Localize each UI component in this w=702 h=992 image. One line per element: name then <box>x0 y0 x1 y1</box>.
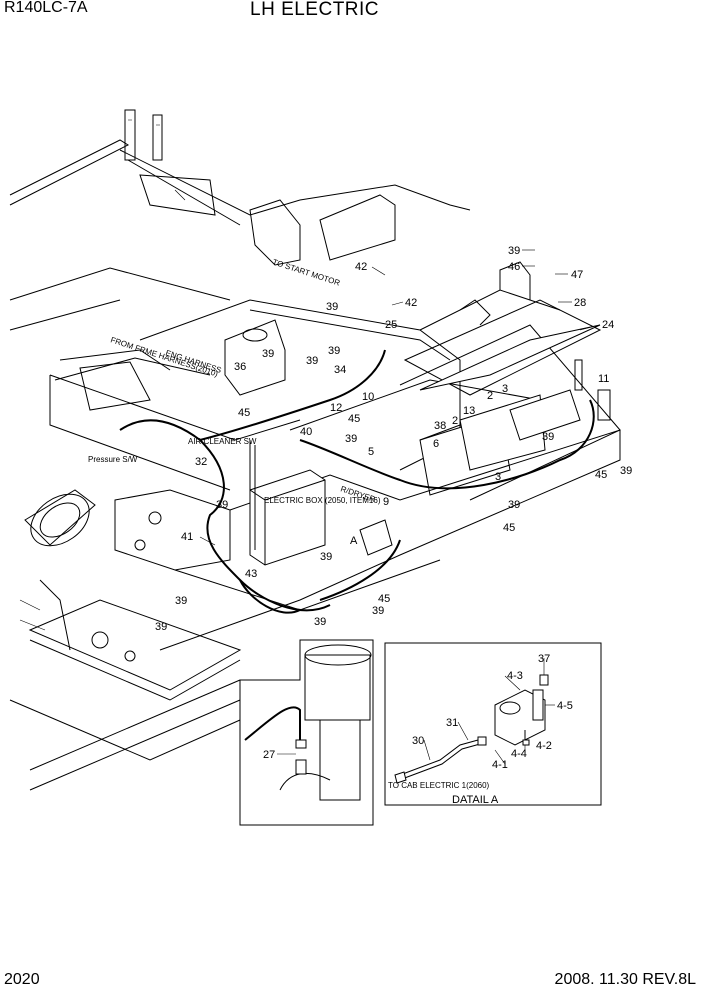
callout: 4-2 <box>536 740 552 752</box>
callout: 39 <box>508 245 520 257</box>
callout: 34 <box>334 364 346 376</box>
callout: 45 <box>238 407 250 419</box>
callout: 39 <box>175 595 187 607</box>
upper-frame-drawing <box>9 109 621 791</box>
callout: 45 <box>348 413 360 425</box>
detail-ref-label: A <box>350 535 358 547</box>
callout: 5 <box>368 446 374 458</box>
callout: 39 <box>508 499 520 511</box>
callout: 39 <box>155 621 167 633</box>
callout: 27 <box>263 749 275 761</box>
callout: 2 <box>452 415 458 427</box>
callout: 10 <box>362 391 374 403</box>
callout: 12 <box>330 402 342 414</box>
callout: 39 <box>326 301 338 313</box>
callout: 30 <box>412 735 424 747</box>
electric-box-label: ELECTRIC BOX (2050, ITEM16) <box>264 496 381 505</box>
callout: 39 <box>320 551 332 563</box>
air-cleaner-inset <box>239 639 374 826</box>
callout: 40 <box>300 426 312 438</box>
callout: 39 <box>372 605 384 617</box>
callout: 31 <box>446 717 458 729</box>
callout: 39 <box>314 616 326 628</box>
callout: 3 <box>495 471 501 483</box>
callout: 4-3 <box>507 670 523 682</box>
callout: 42 <box>405 297 417 309</box>
callout: 28 <box>574 297 586 309</box>
callout: 45 <box>595 469 607 481</box>
callout: 46 <box>508 261 520 273</box>
callout: 39 <box>262 348 274 360</box>
pressure-sw-label: Pressure S/W <box>88 455 138 464</box>
callout: 38 <box>434 420 446 432</box>
from-frame-harness-label: FROM FRME HARNESS(2010) <box>109 335 219 378</box>
to-cab-electric-label: TO CAB ELECTRIC 1(2060) <box>388 781 490 790</box>
callout: 2 <box>487 390 493 402</box>
callout: 39 <box>345 433 357 445</box>
page-title: LH ELECTRIC <box>250 0 380 20</box>
callout: 4-5 <box>557 700 573 712</box>
page-number: 2020 <box>4 971 40 988</box>
callout: 43 <box>245 568 257 580</box>
callout: 4-1 <box>492 759 508 771</box>
callout: 45 <box>378 593 390 605</box>
callout: 39 <box>216 499 228 511</box>
callout: 41 <box>181 531 193 543</box>
leader-lines <box>199 249 601 765</box>
model-number: R140LC-7A <box>4 0 88 16</box>
callout: 39 <box>620 465 632 477</box>
callout: 42 <box>355 261 367 273</box>
to-start-motor-label: TO START MOTOR <box>271 257 341 287</box>
callout: 4-4 <box>511 748 527 760</box>
callout: 39 <box>306 355 318 367</box>
callout: 39 <box>542 431 554 443</box>
callout: 9 <box>383 496 389 508</box>
callout: 11 <box>598 373 609 385</box>
callout: 6 <box>433 438 439 450</box>
callout: 36 <box>234 361 246 373</box>
callout: 25 <box>385 319 397 331</box>
callout: 45 <box>503 522 515 534</box>
callout: 32 <box>195 456 207 468</box>
air-cleaner-sw-label: AIR CLEANER SW <box>188 437 257 446</box>
callout: 24 <box>602 319 614 331</box>
callout: 3 <box>502 383 508 395</box>
callout-numbers: 39 46 47 28 24 42 42 39 25 39 39 39 36 3… <box>155 245 632 771</box>
detail-caption: DATAIL A <box>452 794 499 806</box>
callout: 47 <box>571 269 583 281</box>
revision-date: 2008. 11.30 REV.8L <box>554 971 696 988</box>
detail-a-box <box>384 642 602 806</box>
callout: 13 <box>463 405 475 417</box>
callout: 39 <box>328 345 340 357</box>
